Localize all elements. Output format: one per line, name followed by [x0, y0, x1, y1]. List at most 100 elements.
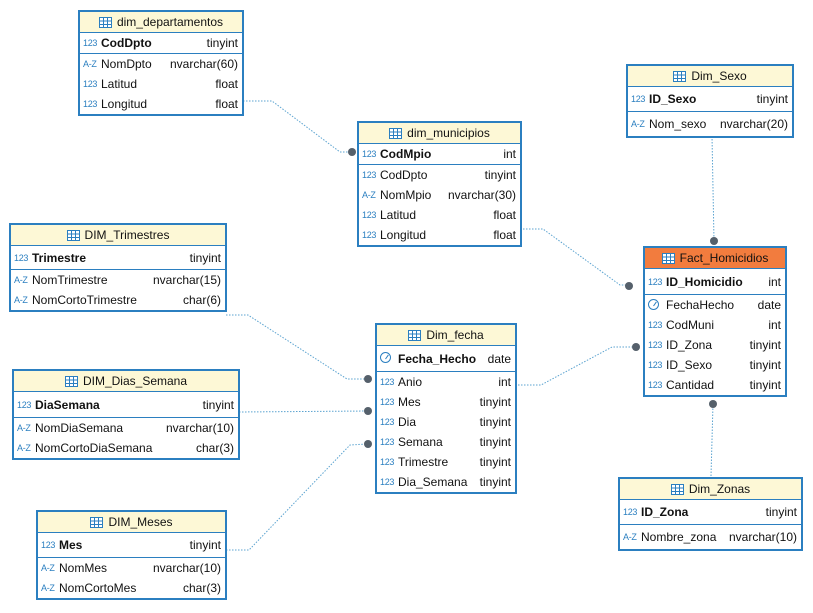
clock-icon — [648, 298, 666, 312]
column-name: FechaHecho — [666, 298, 735, 312]
table-title: dim_municipios — [407, 126, 490, 140]
column-name: NomDiaSemana — [35, 421, 124, 435]
column-name: CodDpto — [101, 36, 152, 50]
numeric-type-icon: 123 — [380, 377, 395, 387]
column-name: Longitud — [380, 228, 427, 242]
link-endpoint — [348, 148, 356, 156]
numeric-type-icon: 123 — [362, 170, 377, 180]
link-endpoint — [625, 282, 633, 290]
numeric-type-icon: 123 — [623, 507, 638, 517]
column-name: NomDpto — [101, 57, 152, 71]
numeric-type-icon: 123 — [380, 457, 395, 467]
text-type-icon: A-Z — [17, 423, 31, 433]
column-type: int — [768, 318, 781, 332]
table-header: dim_municipios — [359, 123, 520, 144]
column-type: int — [768, 274, 781, 289]
numeric-type-icon: 123 — [41, 540, 56, 550]
column-type: tinyint — [202, 397, 234, 412]
link-endpoint — [710, 237, 718, 245]
column-type: tinyint — [479, 415, 511, 429]
column-type: float — [493, 208, 516, 222]
column-type: tinyint — [756, 92, 788, 106]
numeric-type-icon: 123 — [83, 79, 98, 89]
column-name: ID_Homicidio — [666, 274, 743, 289]
column-type: tinyint — [749, 378, 781, 392]
numeric-type-icon: 123 — [380, 437, 395, 447]
text-type-icon: A-Z — [17, 443, 31, 453]
link-meses-fecha — [226, 443, 368, 551]
table-header: Fact_Homicidios — [645, 248, 785, 269]
column-type: nvarchar(15) — [152, 273, 221, 287]
column-type: date — [487, 351, 511, 366]
table-icon — [661, 252, 675, 264]
column-type: float — [215, 97, 238, 111]
column-type: char(3) — [182, 581, 221, 595]
table-icon — [98, 16, 112, 28]
column-name: NomCortoDiaSemana — [35, 441, 153, 455]
column-name: Longitud — [101, 97, 148, 111]
link-fecha-fact — [515, 346, 635, 386]
link-sexo-fact — [711, 135, 715, 242]
table-icon — [90, 516, 104, 528]
column-type: int — [498, 375, 511, 389]
text-type-icon: A-Z — [83, 59, 97, 69]
column-type: nvarchar(10) — [728, 530, 797, 544]
numeric-type-icon: 123 — [83, 99, 98, 109]
table-icon — [66, 229, 80, 241]
link-municipios-fact — [520, 228, 629, 286]
numeric-type-icon: 123 — [83, 38, 98, 48]
text-type-icon: A-Z — [631, 119, 645, 129]
numeric-type-icon: 123 — [362, 210, 377, 220]
table-header: dim_departamentos — [80, 12, 242, 33]
column-type: float — [493, 228, 516, 242]
numeric-type-icon: 123 — [648, 360, 663, 370]
column-name: CodMpio — [380, 147, 432, 161]
numeric-type-icon: 123 — [631, 94, 646, 104]
